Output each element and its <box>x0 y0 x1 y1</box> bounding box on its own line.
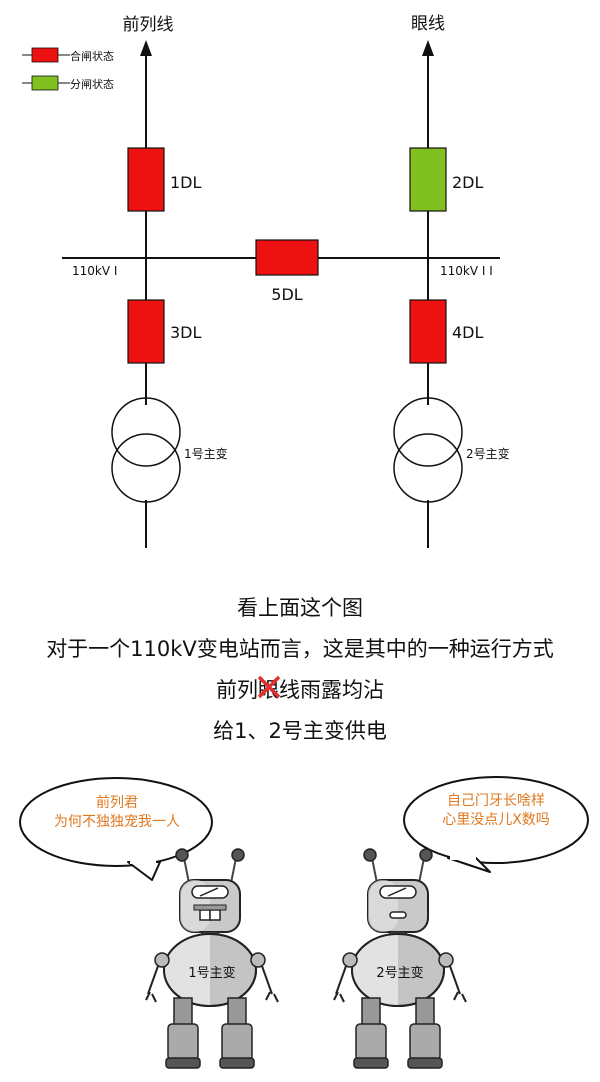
comic-illustration: 1号主变 2号主变 <box>19 776 589 1069</box>
left-bubble-line-1: 前列君 <box>96 795 138 811</box>
breaker-1dl-label: 1DL <box>170 173 202 192</box>
legend-label-open: 分闸状态 <box>70 77 114 91</box>
bus-left-label: 110kV I <box>72 264 117 278</box>
robot-left <box>145 848 279 1069</box>
single-line-diagram: 前列线 眼线 合闸状态 分闸状态 110kV I 110kV I I 1DL 2… <box>22 14 510 548</box>
breaker-2dl <box>409 147 447 212</box>
line-right-label: 眼线 <box>411 14 445 34</box>
breaker-3dl-label: 3DL <box>170 323 202 342</box>
transformer-1-icon <box>111 397 181 503</box>
legend-swatch-open <box>31 75 59 91</box>
line-right-arrow <box>422 40 434 150</box>
legend-label-closed: 合闸状态 <box>70 49 114 63</box>
right-speech-bubble <box>403 776 589 873</box>
line-left-label: 前列线 <box>123 15 174 35</box>
robot-left-label: 1号主变 <box>188 965 235 981</box>
caption-line-1: 看上面这个图 <box>237 596 363 620</box>
left-speech-bubble <box>19 777 213 881</box>
robot-right <box>333 848 467 1069</box>
transformer-2-icon <box>393 397 463 503</box>
left-bubble-line-2: 为何不独独宠我一人 <box>54 814 180 830</box>
left-bubble-text: 前列君 为何不独独宠我一人 <box>22 794 212 832</box>
transformer-2-label: 2号主变 <box>466 446 510 461</box>
caption-line-3-end: 线雨露均沾 <box>279 678 384 702</box>
transformer-1-label: 1号主变 <box>184 446 228 461</box>
legend-swatch-closed <box>31 47 59 63</box>
caption-line-3: 前列眼线雨露均沾 <box>0 674 600 704</box>
right-bubble-line-2: 心里没点儿X数吗 <box>442 812 550 828</box>
caption-line-4: 给1、2号主变供电 <box>213 719 387 743</box>
caption-line-2: 对于一个110kV变电站而言，这是其中的一种运行方式 <box>46 637 554 661</box>
breaker-4dl-label: 4DL <box>452 323 484 342</box>
robot-right-label: 2号主变 <box>376 965 423 981</box>
breaker-2dl-label: 2DL <box>452 173 484 192</box>
bus-right-label: 110kV I I <box>440 264 493 278</box>
legend-item-closed: 合闸状态 <box>22 47 114 63</box>
crossed-out-char: 眼 <box>257 674 281 704</box>
right-bubble-line-1: 自己门牙长啥样 <box>447 793 545 809</box>
breaker-4dl <box>409 299 447 364</box>
legend: 合闸状态 分闸状态 <box>22 47 114 91</box>
right-bubble-text: 自己门牙长啥样 心里没点儿X数吗 <box>404 792 588 830</box>
line-left-arrow <box>140 40 152 150</box>
legend-item-open: 分闸状态 <box>22 75 114 91</box>
breaker-5dl <box>255 239 319 276</box>
breaker-3dl <box>127 299 165 364</box>
breaker-1dl <box>127 147 165 212</box>
red-cross-icon <box>257 675 281 699</box>
caption-line-3-start: 前列 <box>216 678 258 702</box>
breaker-5dl-label: 5DL <box>271 285 303 304</box>
